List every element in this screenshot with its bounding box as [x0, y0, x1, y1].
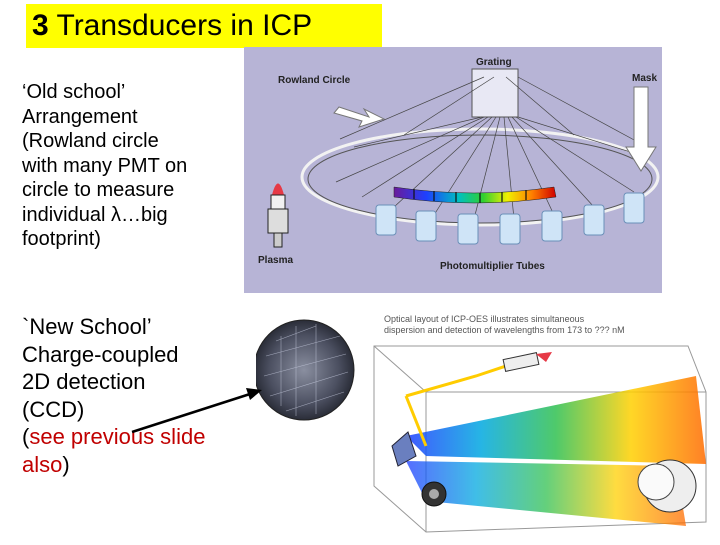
caption-line: dispersion and detection of wavelengths … — [384, 325, 625, 335]
red-text: see previous slide — [29, 424, 206, 449]
grating-icon — [471, 68, 519, 118]
pointer-arrow-icon — [131, 392, 251, 434]
ccd-diagram — [253, 319, 707, 533]
new-school-line: also) — [22, 451, 272, 479]
paren-open: ( — [22, 424, 30, 449]
ccd-caption: Optical layout of ICP-OES illustrates si… — [384, 314, 684, 336]
rowland-circle-figure: Grating Rowland Circle Mask Plasma Photo… — [244, 47, 662, 293]
rowland-diagram — [267, 68, 660, 248]
new-school-line: Charge-coupled — [22, 341, 179, 367]
new-school-line: (CCD) — [22, 396, 85, 422]
new-school-line: (see previous slide — [22, 423, 272, 451]
plasma-torch-icon — [267, 183, 289, 248]
old-school-line: individual λ…big — [22, 203, 168, 226]
title-text: Transducers in ICP — [56, 9, 313, 42]
prism-icon — [391, 431, 417, 467]
old-school-line: Arrangement — [22, 105, 138, 128]
paren-close: ) — [62, 451, 70, 477]
slide-title: 3 Transducers in ICP — [26, 4, 382, 48]
old-school-line: circle to measure — [22, 179, 175, 201]
old-school-line: (Rowland circle — [22, 130, 159, 152]
mask-label: Mask — [632, 73, 658, 84]
rowland-label: Rowland Circle — [278, 75, 351, 86]
mask-arrow-icon — [625, 86, 657, 172]
plasma-label: Plasma — [258, 255, 294, 266]
new-school-text: `New School’ Charge-coupled 2D detection… — [22, 313, 272, 478]
title-number: 3 — [32, 9, 49, 42]
caption-line: Optical layout of ICP-OES illustrates si… — [384, 314, 585, 324]
rowland-arrow-icon — [333, 106, 386, 128]
red-text: also — [22, 451, 63, 477]
new-school-line: `New School’ — [22, 314, 152, 339]
pmt-label: Photomultiplier Tubes — [440, 261, 545, 272]
pmt-tubes — [375, 192, 645, 245]
new-school-line: 2D detection — [22, 369, 146, 394]
old-school-line: with many PMT on — [22, 154, 188, 177]
old-school-text: ‘Old school’ Arrangement (Rowland circle… — [22, 80, 252, 252]
old-school-line: footprint) — [22, 228, 101, 250]
old-school-line: ‘Old school’ — [22, 81, 126, 103]
ccd-figure: Optical layout of ICP-OES illustrates si… — [253, 296, 716, 540]
torch-icon — [502, 352, 552, 372]
grating-label: Grating — [476, 57, 512, 68]
